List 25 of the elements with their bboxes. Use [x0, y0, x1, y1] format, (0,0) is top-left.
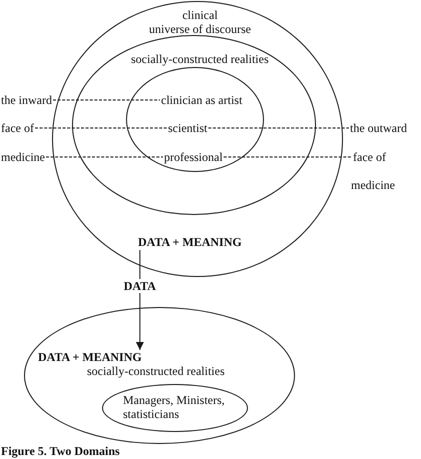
heading-label: DATA + MEANING: [38, 350, 142, 364]
side-label: medicine: [351, 178, 395, 192]
role-label: scientist: [168, 121, 208, 135]
side-label: face of: [1, 121, 34, 135]
ellipse-label: socially-constructed realities: [131, 52, 269, 66]
figure-caption: Figure 5. Two Domains: [1, 444, 120, 458]
ellipse-label: socially-constructed realities: [87, 364, 225, 378]
inner-ellipse: [126, 67, 264, 172]
role-label: professional: [164, 150, 223, 164]
dashed-line: [223, 156, 352, 158]
outer-ellipse: [52, 1, 343, 277]
middle-ellipse: [72, 35, 316, 215]
dashed-line: [45, 156, 164, 158]
arrow: [136, 250, 144, 350]
role-label: clinician as artist: [161, 93, 242, 107]
lower-ellipse: [24, 307, 295, 444]
ellipse-label: Managers, Ministers, statisticians: [123, 393, 226, 421]
side-label: face of: [353, 150, 386, 164]
small-ellipse: [102, 384, 248, 432]
edge-label: DATA: [122, 279, 157, 293]
heading-label: DATA + MEANING: [138, 235, 242, 249]
side-label: the inward: [1, 93, 52, 107]
side-label: medicine: [1, 150, 45, 164]
side-label: the outward: [350, 121, 407, 135]
ellipse-title: clinical universe of discourse: [149, 8, 251, 36]
